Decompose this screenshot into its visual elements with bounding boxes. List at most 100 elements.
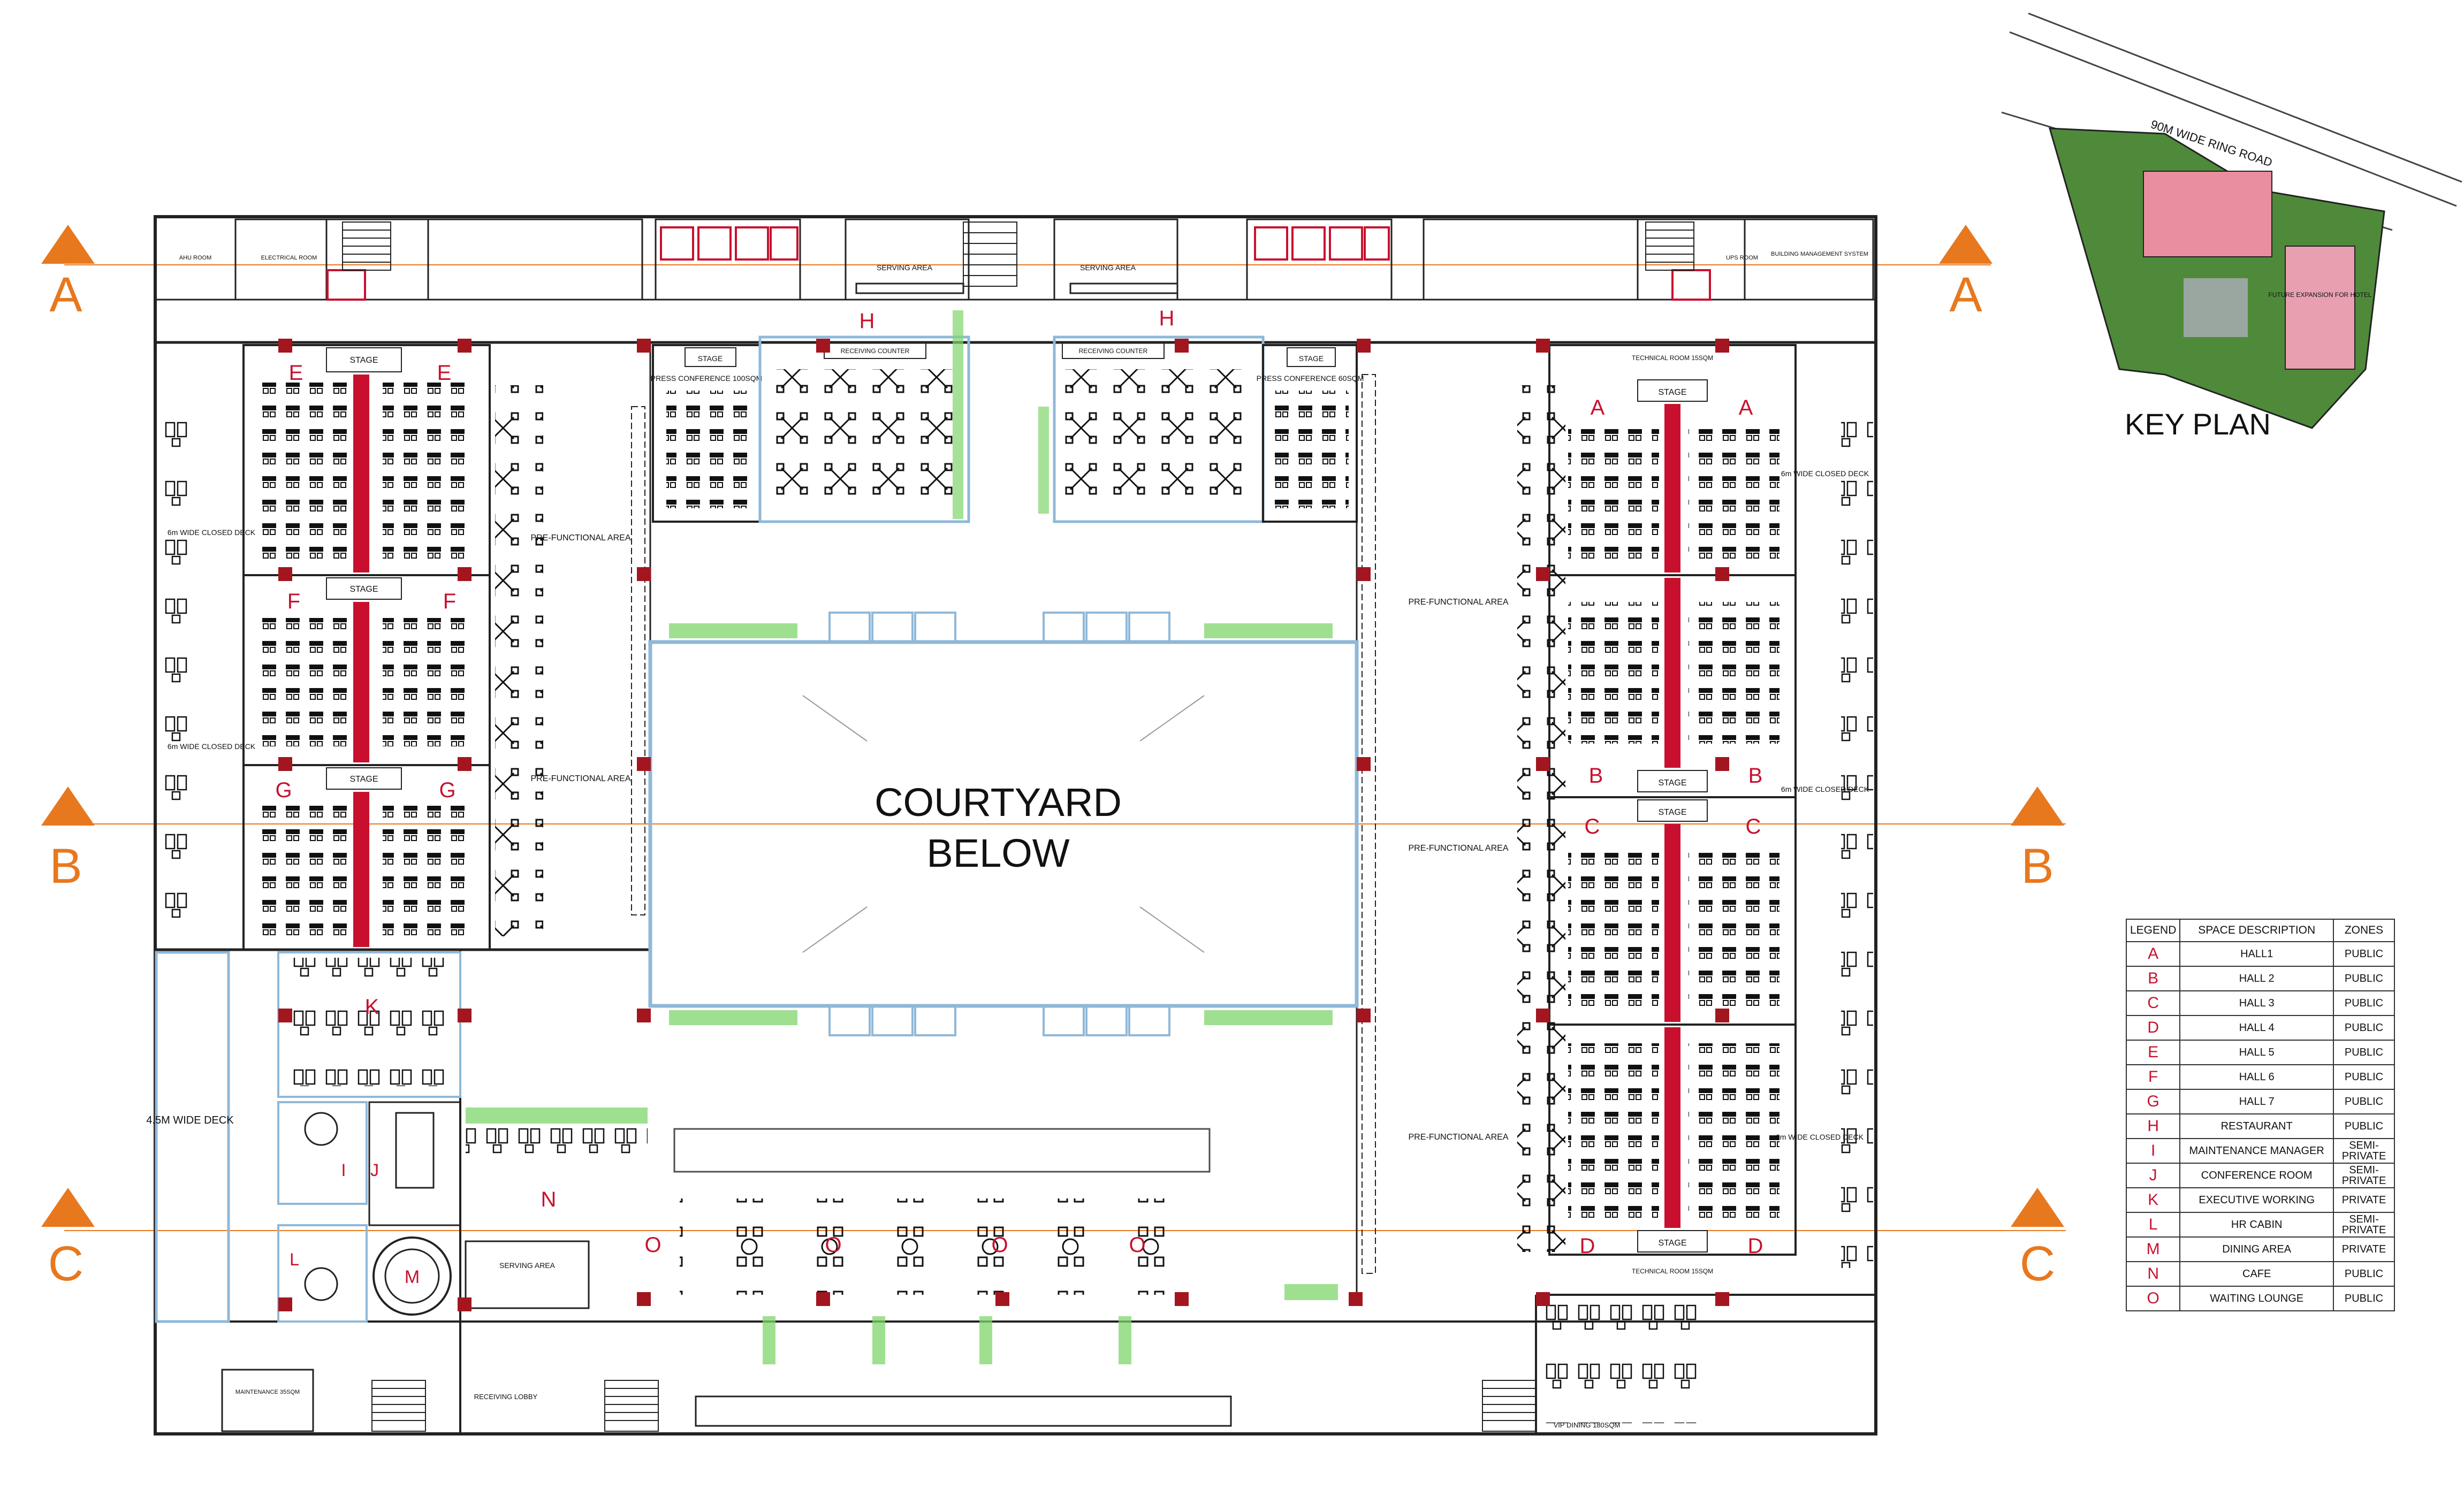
svg-text:TECHNICAL ROOM 15SQM: TECHNICAL ROOM 15SQM — [1632, 354, 1713, 362]
svg-text:STAGE: STAGE — [1299, 354, 1324, 363]
label-bms: BUILDING MANAGEMENT SYSTEM — [1771, 251, 1868, 257]
restaurant-right: RECEIVING COUNTER — [1038, 335, 1265, 523]
zone-e-right: E — [437, 361, 452, 385]
planters — [466, 623, 1338, 1364]
grid-label-c-right: C — [2020, 1236, 2055, 1291]
prefunction-right: PRE-FUNCTIONAL AREA PRE-FUNCTIONAL AREA … — [1362, 374, 1565, 1274]
svg-text:STAGE: STAGE — [1658, 808, 1686, 817]
zone-c-right: C — [1746, 815, 1761, 838]
waiting-lounge — [673, 1128, 1232, 1427]
zone-f-right: F — [443, 590, 456, 613]
hall-b: STAGE — [1548, 574, 1797, 798]
zone-k: K — [365, 995, 379, 1019]
zone-o-4: O — [1129, 1233, 1145, 1257]
svg-text:STAGE: STAGE — [1658, 1239, 1686, 1248]
conference-room-j — [368, 1101, 461, 1226]
press-conference-right: STAGE PRESS CONFERENCE 60SQM — [1257, 344, 1364, 523]
hall-e: STAGE — [242, 344, 491, 576]
zone-a-right: A — [1739, 396, 1753, 419]
svg-text:PRE-FUNCTIONAL AREA: PRE-FUNCTIONAL AREA — [1409, 598, 1509, 607]
legend-header-code: LEGEND — [2125, 919, 2181, 942]
svg-text:PRESS CONFERENCE 100SQM: PRESS CONFERENCE 100SQM — [651, 374, 763, 383]
zone-d-left: D — [1580, 1234, 1595, 1258]
zone-o-3: O — [991, 1233, 1008, 1257]
svg-text:PRESS CONFERENCE 60SQM: PRESS CONFERENCE 60SQM — [1257, 374, 1364, 383]
svg-text:6m WIDE CLOSED DECK: 6m WIDE CLOSED DECK — [1781, 785, 1869, 793]
receiving-lobby: RECEIVING LOBBY — [474, 1393, 538, 1401]
zone-m: M — [405, 1267, 420, 1287]
zone-b-right: B — [1748, 764, 1763, 788]
svg-text:STAGE: STAGE — [349, 775, 378, 784]
courtyard-label-2: BELOW — [926, 831, 1069, 875]
stair-cores — [342, 222, 1694, 1432]
svg-text:6m WIDE CLOSED DECK: 6m WIDE CLOSED DECK — [1776, 1133, 1864, 1141]
maintenance-room: MAINTENANCE 35SQM — [221, 1369, 314, 1432]
columns — [278, 339, 1729, 1311]
zone-o-2: O — [825, 1233, 841, 1257]
zone-l: L — [290, 1250, 299, 1269]
maintenance-manager — [277, 1101, 368, 1205]
zone-g-right: G — [439, 778, 455, 802]
deck-label-upper: 6m WIDE CLOSED DECK — [168, 528, 256, 537]
serving-counter-left: SERVING AREA — [855, 263, 964, 294]
grid-label-a-left: A — [49, 268, 82, 322]
prefunction-left: PRE-FUNCTIONAL AREA PRE-FUNCTIONAL AREA — [495, 385, 645, 936]
key-plan: 90M WIDE RING ROAD FUTURE EXPANSION FOR … — [2001, 12, 2462, 429]
stage-label: STAGE — [349, 356, 378, 365]
grid-label-b-left: B — [49, 839, 82, 894]
zone-d-right: D — [1748, 1234, 1763, 1258]
svg-text:SERVING AREA: SERVING AREA — [499, 1261, 556, 1270]
svg-text:VIP DINING 180SQM: VIP DINING 180SQM — [1554, 1421, 1621, 1429]
grid-label-a-right: A — [1949, 268, 1982, 322]
lift-cores-top — [326, 226, 1711, 301]
svg-text:RECEIVING LOBBY: RECEIVING LOBBY — [474, 1393, 538, 1401]
key-plan-title: KEY PLAN — [2125, 407, 2271, 441]
top-service-rooms — [234, 218, 1874, 301]
right-deck: 6m WIDE CLOSED DECK 6m WIDE CLOSED DECK … — [1776, 412, 1873, 1268]
svg-text:TECHNICAL ROOM 15SQM: TECHNICAL ROOM 15SQM — [1632, 1267, 1713, 1275]
zone-g-left: G — [275, 778, 292, 802]
zone-j: J — [370, 1160, 379, 1180]
cafe-serving: SERVING AREA — [465, 1128, 648, 1309]
svg-text:STAGE: STAGE — [349, 585, 378, 594]
svg-text:PRE-FUNCTIONAL AREA: PRE-FUNCTIONAL AREA — [531, 533, 631, 543]
courtyard-label-1: COURTYARD — [874, 780, 1122, 824]
zone-n: N — [541, 1188, 557, 1211]
svg-text:STAGE: STAGE — [1658, 388, 1686, 397]
courtyard-lifts — [828, 612, 1170, 1036]
label-ahu-room: AHU ROOM — [179, 255, 212, 261]
zone-o-1: O — [644, 1233, 661, 1257]
courtyard: COURTYARD BELOW — [648, 640, 1359, 1008]
legend-header-desc: SPACE DESCRIPTION — [2179, 919, 2334, 942]
legend-header-row: LEGEND SPACE DESCRIPTION ZONES — [2125, 919, 2395, 942]
left-deck: 6m WIDE CLOSED DECK 6m WIDE CLOSED DECK … — [146, 412, 256, 1323]
zone-h-left: H — [860, 309, 875, 333]
grid-label-b-right: B — [2021, 839, 2054, 894]
label-electrical-room: ELECTRICAL ROOM — [261, 255, 317, 261]
dining-area-m — [372, 1236, 452, 1316]
hall-d: STAGE TECHNICAL ROOM 15SQM — [1548, 1024, 1797, 1275]
hall-g: STAGE — [242, 764, 491, 951]
hr-cabin — [277, 1224, 368, 1323]
zone-b-left: B — [1589, 764, 1603, 788]
svg-text:RECEIVING COUNTER: RECEIVING COUNTER — [1079, 347, 1148, 355]
zone-a-left: A — [1591, 396, 1605, 419]
zone-c-left: C — [1585, 815, 1600, 838]
vip-dining: VIP DINING 180SQM — [1541, 1300, 1697, 1429]
zone-h-right: H — [1159, 307, 1175, 330]
executive-working — [277, 951, 461, 1098]
grid-label-c-left: C — [48, 1236, 83, 1291]
